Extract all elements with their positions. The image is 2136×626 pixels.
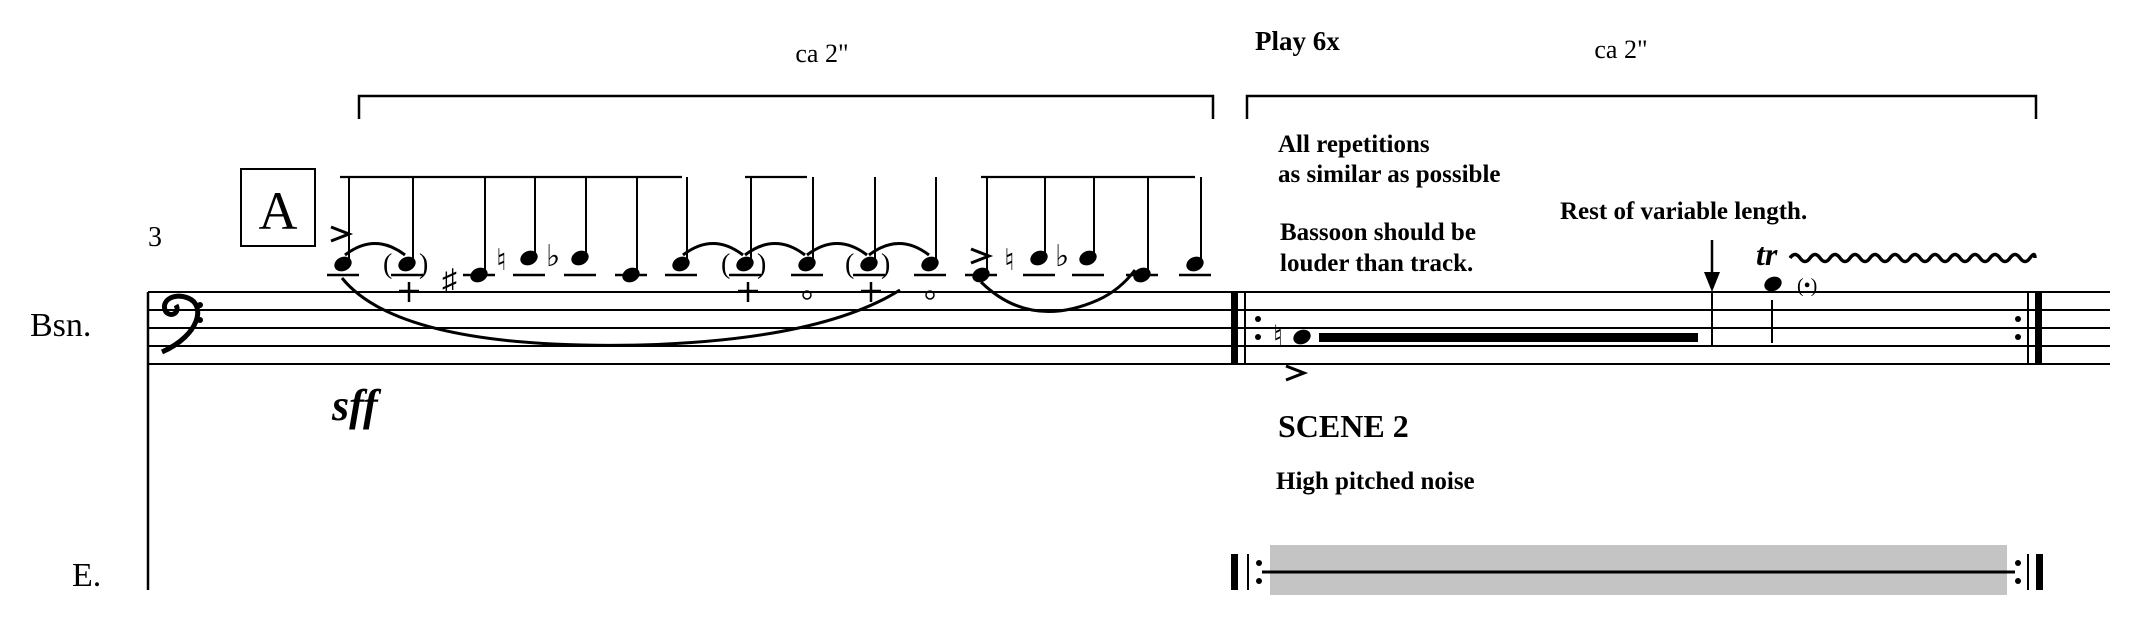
scene-heading: SCENE 2 [1278,408,1409,444]
note-head [1764,276,1782,292]
accent-icon [330,225,354,243]
repeat-end-barline [2015,292,2042,364]
arrow-down-icon [1704,240,1720,292]
note-head [470,267,488,283]
trill-aux-note: (•) [1797,275,1817,297]
parenthesis-right: ) [419,249,428,280]
instrument-label-electronics: E. [72,557,101,594]
note-head [672,256,690,272]
note-head [334,256,352,272]
duration-label-2: ca 2" [1594,35,1647,64]
repeat-count-label: Play 6x [1255,26,1340,56]
electronics-repeat-end [2015,554,2043,590]
plus-icon [738,282,758,302]
note-head [921,256,939,272]
trill-mark: tr [1756,236,1778,272]
instruction-repetitions-line1: All repetitions [1278,131,1430,158]
accent-marks [330,225,1309,382]
natural-icon: ♮ [496,244,507,277]
duration-line [1319,333,1698,342]
rehearsal-mark: A [240,168,316,247]
accidentals: ♯ ♮ ♭ ♮ ♭ [442,240,1069,297]
accent-icon [1285,364,1309,382]
dynamic-marking: sff [331,381,382,430]
stopped-marks [399,282,935,302]
parenthesis-right: ) [881,249,890,280]
instruction-balance-line1: Bassoon should be [1280,219,1476,246]
natural-icon: ♮ [1273,321,1283,352]
note-head [520,250,538,266]
rest-instruction: Rest of variable length. [1560,198,1807,225]
note-head [860,256,878,272]
bassoon-staff [148,291,2110,365]
accent-icon [970,247,994,265]
note-head [798,256,816,272]
parenthesis-left: ( [383,249,392,280]
parenthesis-right: ) [757,249,766,280]
slurs [340,242,1137,347]
open-circle-icon [802,290,812,300]
note-head [1133,267,1151,283]
electronics-noise-track [1262,545,2015,595]
note-head [1079,250,1097,266]
natural-icon: ♮ [1004,244,1015,277]
note-head [972,267,990,283]
notes-group: () () () [327,177,1211,283]
note-head [736,256,754,272]
duration-bracket-2 [1245,94,2038,119]
note-head [571,250,589,266]
trill-wavy-line [1788,252,2037,264]
note-head [622,267,640,283]
electronics-repeat-start [1231,554,1262,590]
parenthesis-left: ( [721,249,730,280]
flat-icon: ♭ [1055,240,1069,273]
rehearsal-mark-label: A [259,181,298,241]
parenthesis-left: ( [845,249,854,280]
instruction-repetitions-line2: as similar as possible [1278,161,1501,188]
electronics-description: High pitched noise [1276,468,1475,495]
flat-icon: ♭ [546,240,560,273]
plus-icon [861,282,881,302]
plus-icon [399,282,419,302]
repeat-start-barline [1231,292,1261,364]
sharp-icon: ♯ [442,264,457,297]
duration-bracket-1 [357,94,1215,119]
instrument-label-bassoon: Bsn. [30,307,91,344]
instruction-balance-line2: louder than track. [1280,250,1473,277]
note-head [1186,256,1204,272]
duration-label-1: ca 2" [795,39,848,68]
bass-clef-icon [160,293,203,355]
note-head [1030,250,1048,266]
open-circle-icon [925,290,935,300]
note-head [398,256,416,272]
note-head [1293,329,1311,345]
measure-number: 3 [148,222,162,253]
